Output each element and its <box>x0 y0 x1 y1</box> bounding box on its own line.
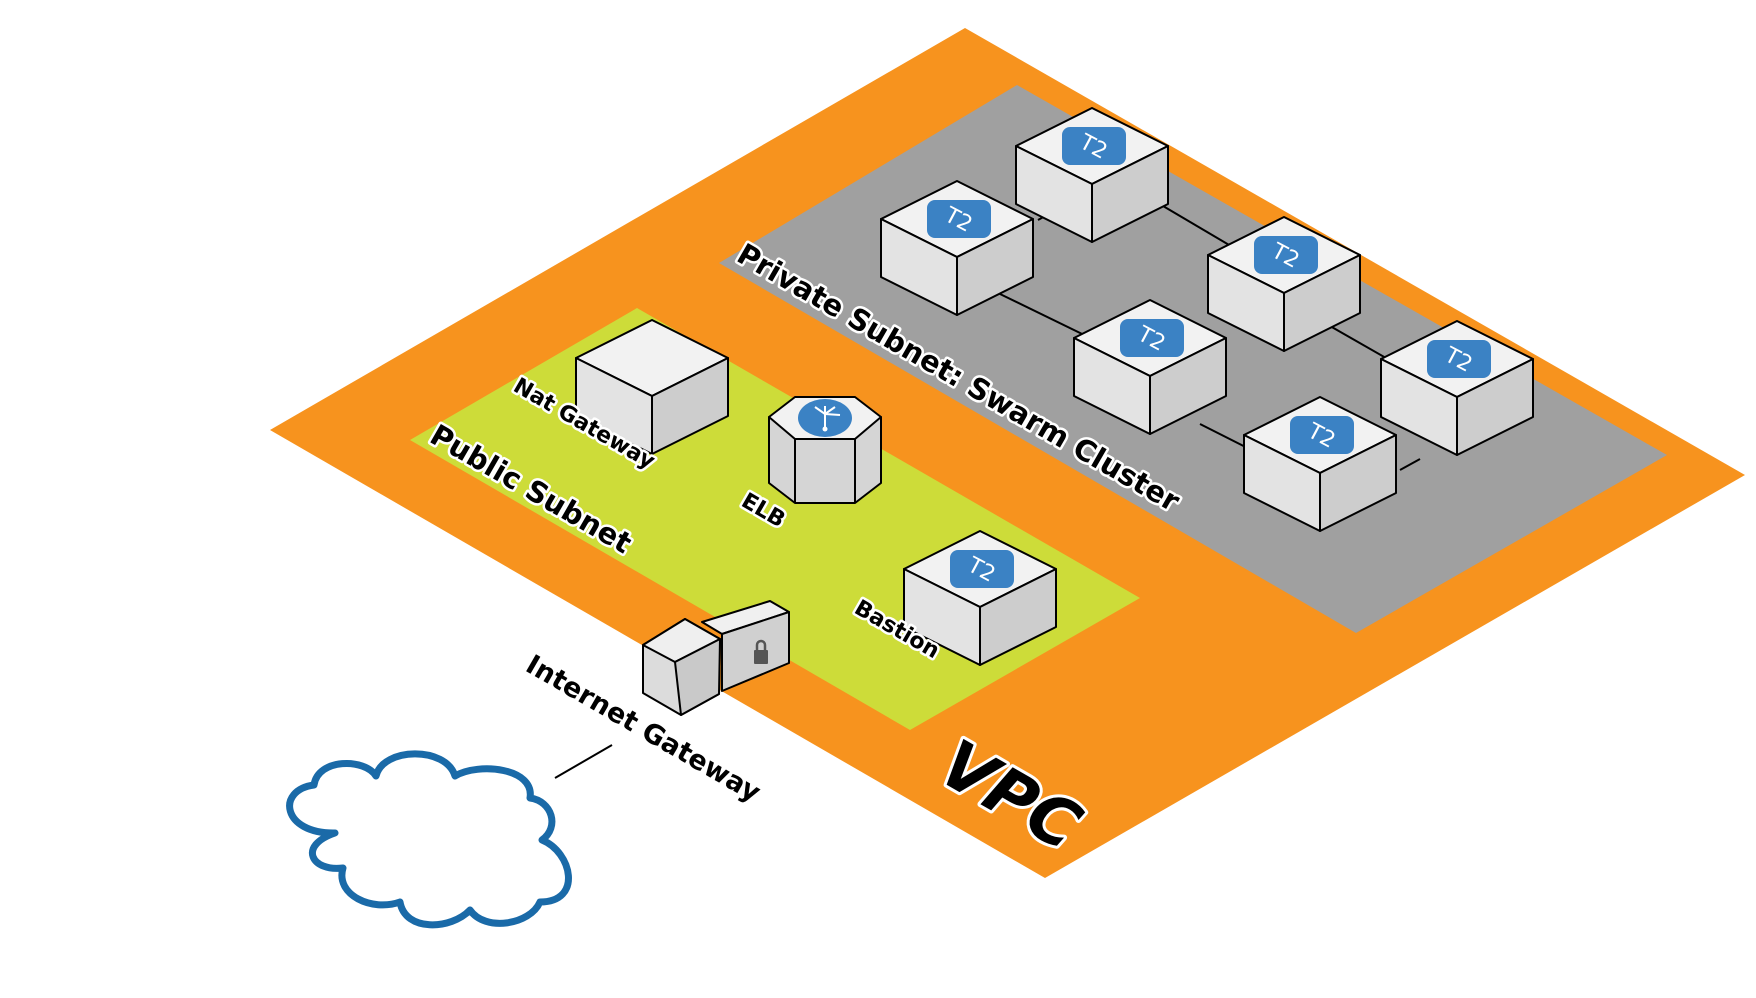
t2-badge <box>1062 127 1126 165</box>
elb-node[interactable] <box>768 396 882 504</box>
load-balancer-icon <box>798 399 852 437</box>
t2-badge <box>1290 416 1354 454</box>
swarm-node-2[interactable]: T2 <box>880 180 1034 316</box>
vpc-area <box>270 28 1745 878</box>
t2-badge <box>1427 340 1491 378</box>
cloud-icon <box>286 750 572 929</box>
swarm-node-1[interactable]: T2 <box>1015 107 1169 243</box>
swarm-node-5[interactable]: T2 <box>1380 320 1534 456</box>
lock-icon <box>754 639 768 664</box>
t2-badge <box>950 550 1014 588</box>
swarm-node-3[interactable]: T2 <box>1207 216 1361 352</box>
t2-badge <box>927 200 991 238</box>
swarm-node-4[interactable]: T2 <box>1073 299 1227 435</box>
swarm-node-6[interactable]: T2 <box>1243 396 1397 532</box>
bastion-node[interactable]: T2 <box>903 530 1057 666</box>
t2-badge <box>1120 319 1184 357</box>
t2-badge <box>1254 236 1318 274</box>
internet-gateway-node[interactable] <box>642 600 790 716</box>
cloud-link <box>554 744 613 779</box>
